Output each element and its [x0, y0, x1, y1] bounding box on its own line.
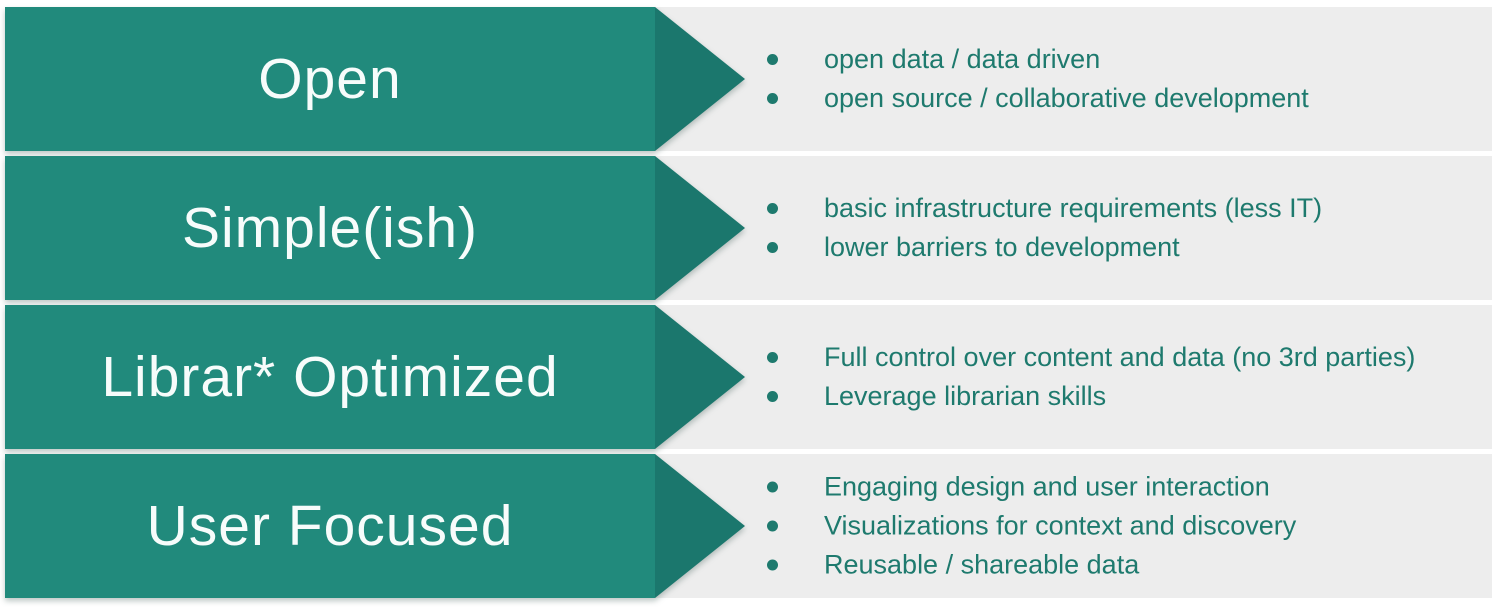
- bullet-text: Leverage librarian skills: [824, 381, 1107, 411]
- bullet-dot: [767, 54, 778, 65]
- bullet-dot: [767, 93, 778, 104]
- arrow-head-icon: [655, 305, 745, 449]
- row-simple: Simple(ish) basic infrastructure require…: [5, 156, 1492, 300]
- banner-label: User Focused: [146, 494, 514, 558]
- arrow-banner-body: Simple(ish): [5, 156, 655, 300]
- banner-label: Librar* Optimized: [101, 345, 559, 409]
- bullet-list: basic infrastructure requirements (less …: [767, 189, 1322, 267]
- bullet-dot: [767, 203, 778, 214]
- arrow-banner-body: User Focused: [5, 454, 655, 598]
- arrow-banner: User Focused: [5, 454, 747, 598]
- list-item: Engaging design and user interaction: [767, 468, 1296, 507]
- bullet-text: Reusable / shareable data: [824, 549, 1140, 580]
- arrow-head-icon: [655, 156, 745, 300]
- arrow-head-icon: [655, 7, 745, 151]
- list-item: open source / collaborative development: [767, 79, 1309, 118]
- bullet-list: open data / data driven open source / co…: [767, 40, 1309, 118]
- list-item: Reusable / shareable data: [767, 546, 1296, 585]
- bullet-text: Engaging design and user interaction: [824, 471, 1270, 502]
- bullet-dot: [767, 242, 778, 253]
- bullet-list: Full control over content and data (no 3…: [767, 338, 1415, 416]
- bullet-dot: [767, 391, 778, 402]
- bullet-text: basic infrastructure requirements (less …: [824, 193, 1323, 223]
- list-item: open data / data driven: [767, 40, 1309, 79]
- bullet-dot: [767, 559, 778, 571]
- bullet-dot: [767, 352, 778, 363]
- bullet-text: Full control over content and data (no 3…: [824, 342, 1416, 372]
- list-item: Leverage librarian skills: [767, 377, 1415, 416]
- arrow-banner: Open: [5, 7, 747, 151]
- bullet-dot: [767, 481, 778, 493]
- row-open: Open open data / data driven open source…: [5, 7, 1492, 151]
- list-item: basic infrastructure requirements (less …: [767, 189, 1322, 228]
- bullet-text: open data / data driven: [824, 44, 1101, 74]
- banner-label: Simple(ish): [181, 196, 479, 260]
- bullet-dot: [767, 520, 778, 532]
- arrow-head-icon: [655, 454, 745, 598]
- list-item: lower barriers to development: [767, 228, 1322, 267]
- bullet-text: Visualizations for context and discovery: [824, 510, 1297, 541]
- list-item: Full control over content and data (no 3…: [767, 338, 1415, 377]
- row-user-focused: User Focused Engaging design and user in…: [5, 454, 1492, 598]
- bullet-list: Engaging design and user interaction Vis…: [767, 468, 1296, 585]
- row-librar-optimized: Librar* Optimized Full control over cont…: [5, 305, 1492, 449]
- arrow-banner-body: Open: [5, 7, 655, 151]
- list-item: Visualizations for context and discovery: [767, 507, 1296, 546]
- bullet-text: lower barriers to development: [824, 232, 1180, 262]
- bullet-text: open source / collaborative development: [824, 83, 1309, 113]
- arrow-banner: Simple(ish): [5, 156, 747, 300]
- banner-label: Open: [258, 47, 402, 111]
- arrow-banner: Librar* Optimized: [5, 305, 747, 449]
- arrow-banner-body: Librar* Optimized: [5, 305, 655, 449]
